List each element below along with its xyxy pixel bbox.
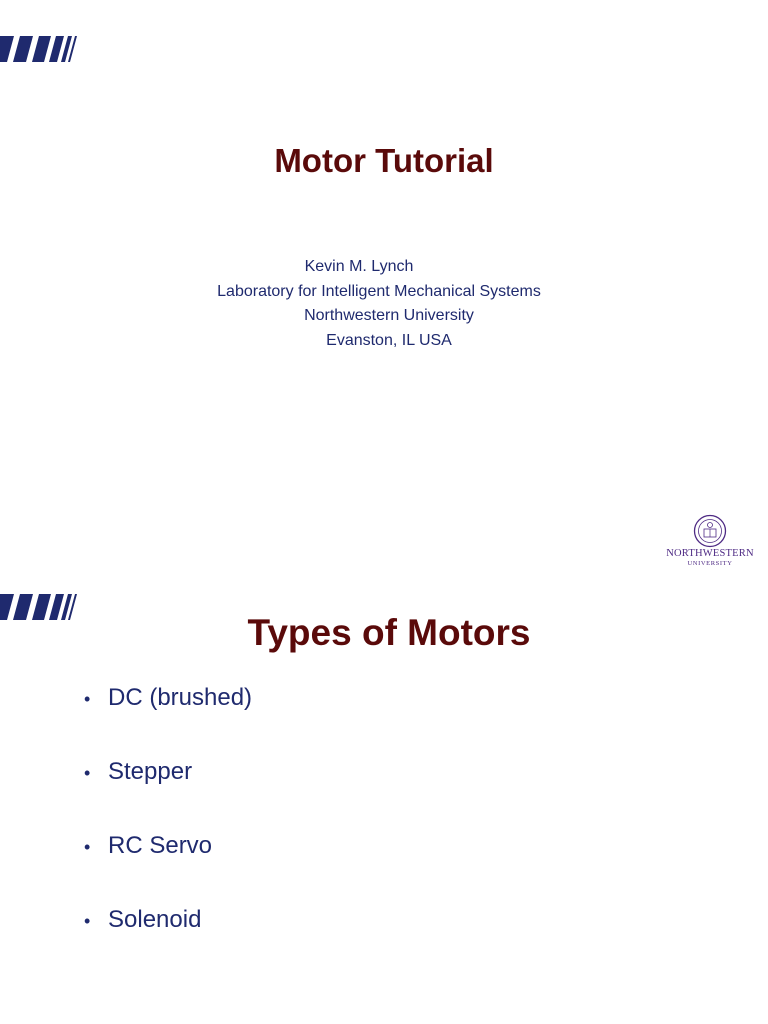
motor-types-list: • DC (brushed) • Stepper • RC Servo • So… xyxy=(84,684,252,980)
slanted-stripes-icon xyxy=(0,594,77,620)
university-seal-icon xyxy=(693,514,727,548)
list-item-text: Solenoid xyxy=(108,906,202,933)
university-name: Northwestern University xyxy=(304,307,474,324)
list-item: • DC (brushed) xyxy=(84,684,252,758)
slide-heading: Types of Motors xyxy=(247,612,531,653)
lab-name: Laboratory for Intelligent Mechanical Sy… xyxy=(217,283,541,300)
bullet-icon: • xyxy=(84,911,91,931)
list-item-text: DC (brushed) xyxy=(108,684,253,711)
author-name: Kevin M. Lynch xyxy=(304,258,414,275)
list-item: • RC Servo xyxy=(84,832,252,906)
list-item-text: Stepper xyxy=(108,758,193,785)
logo-subname: UNIVERSITY xyxy=(687,560,733,567)
slide-types-of-motors: Types of Motors • DC (brushed) • Stepper… xyxy=(0,576,768,1024)
bullet-icon: • xyxy=(84,763,91,783)
slide-title: Motor Tutorial Kevin M. Lynch Laboratory… xyxy=(0,36,754,567)
bullet-icon: • xyxy=(84,689,91,709)
slanted-stripes-icon xyxy=(0,36,77,62)
list-item-text: RC Servo xyxy=(108,832,213,859)
slide-title-heading: Motor Tutorial xyxy=(274,142,494,179)
bullet-icon: • xyxy=(84,837,91,857)
list-item: • Stepper xyxy=(84,758,252,832)
list-item: • Solenoid xyxy=(84,906,252,980)
logo-name: NORTHWESTERN xyxy=(666,548,754,559)
northwestern-logo: NORTHWESTERN UNIVERSITY xyxy=(660,514,760,572)
location: Evanston, IL USA xyxy=(326,332,452,349)
